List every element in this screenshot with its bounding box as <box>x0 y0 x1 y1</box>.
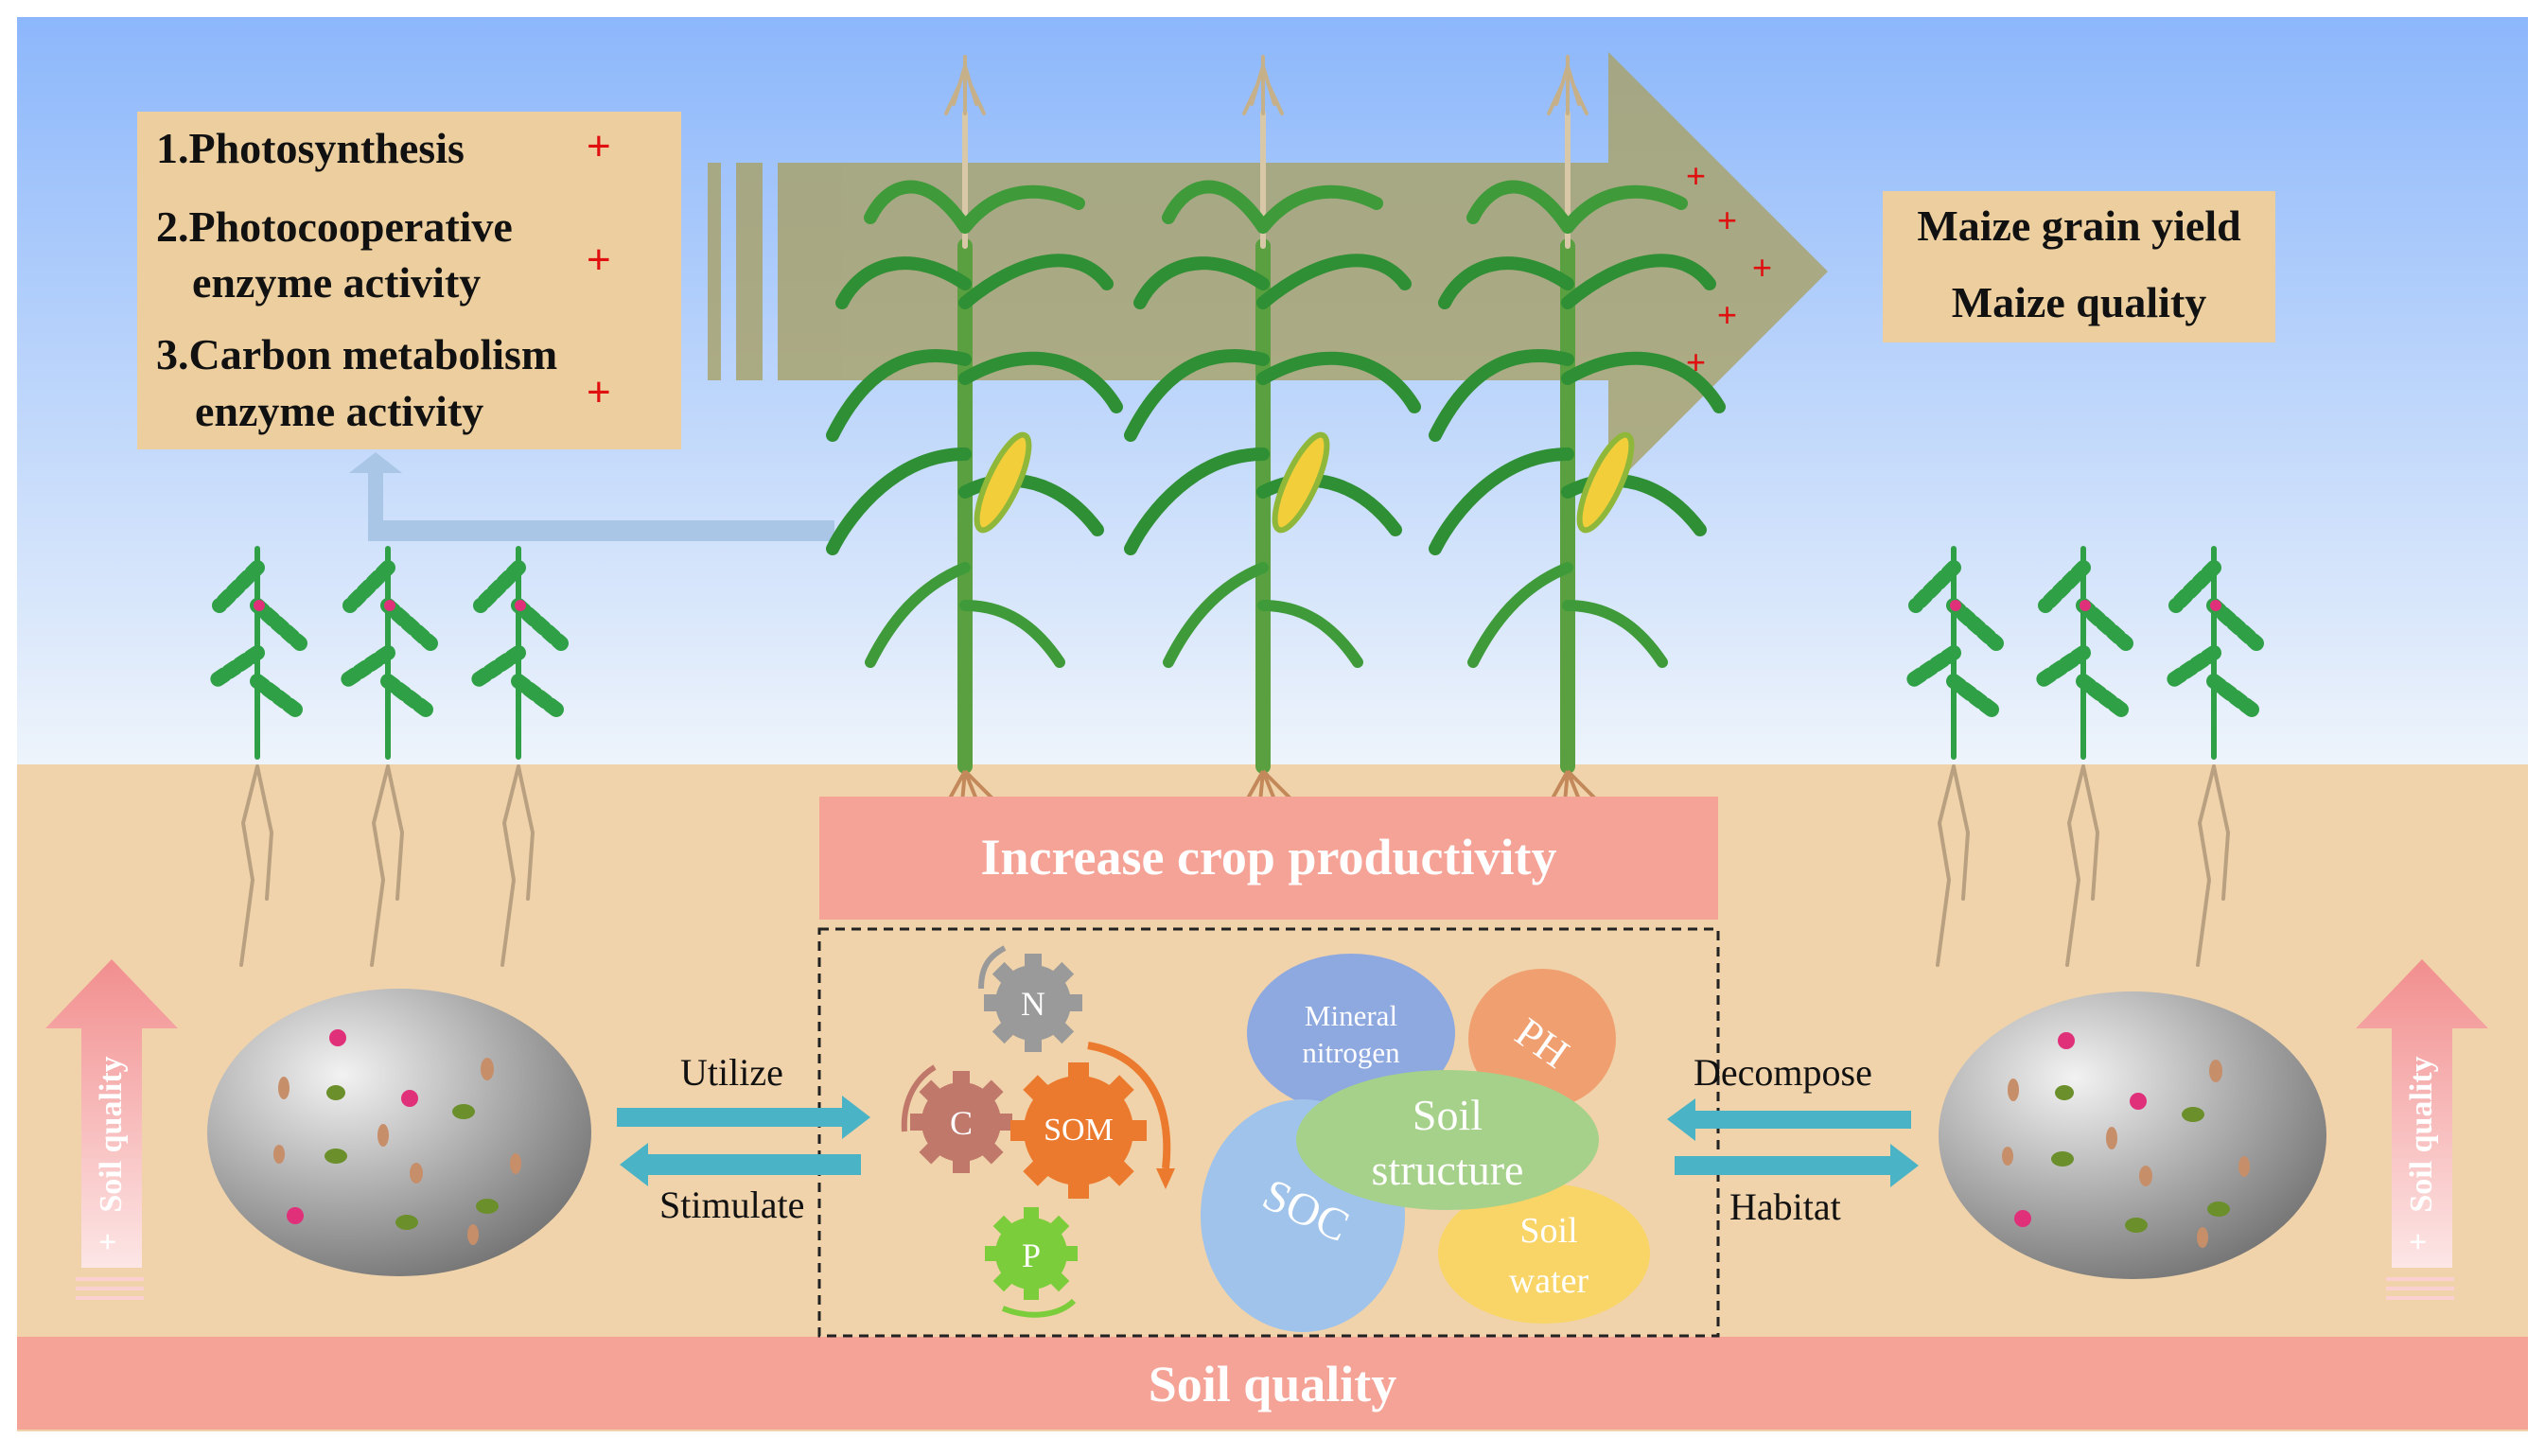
soil-aggregate-right <box>1939 991 2326 1279</box>
productivity-banner <box>819 797 1718 920</box>
process-item-2-line2: enzyme activity <box>192 258 482 307</box>
maize-plant-3 <box>1429 55 1726 774</box>
soil-aggregate-left <box>207 989 591 1276</box>
process-item-1: 1.Photosynthesis <box>156 124 465 172</box>
soil-quality-banner-label: Soil quality <box>1148 1356 1397 1412</box>
soil-quality-left-plus: + <box>98 1225 117 1260</box>
soil-water-label: Soil water <box>1508 1211 1589 1302</box>
soil-quality-banner <box>17 1337 2528 1430</box>
arrow-plus-2: + <box>1717 201 1738 239</box>
habitat-label: Habitat <box>1729 1185 1841 1228</box>
flow-arrows-left <box>617 1096 870 1186</box>
process-item-3-line2: enzyme activity <box>195 387 484 435</box>
decompose-label: Decompose <box>1694 1051 1872 1094</box>
process-item-3: 3.Carbon metabolism <box>156 330 558 378</box>
stimulate-label: Stimulate <box>659 1184 805 1226</box>
process-item-2-sign: + <box>587 237 611 283</box>
soil-property-ellipses <box>1201 954 1650 1332</box>
maize-plant-1 <box>826 55 1123 774</box>
legume-4 <box>1904 546 2004 967</box>
arrow-plus-3: + <box>1752 248 1773 287</box>
gear-p-label: P <box>1021 1237 1042 1274</box>
maize-plants <box>826 55 1726 774</box>
legume-3 <box>468 546 569 967</box>
process-item-3-sign: + <box>587 369 611 415</box>
gear-n-icon <box>978 945 1082 1052</box>
arrow-plus-5: + <box>1686 342 1707 381</box>
legume-5 <box>2033 546 2133 967</box>
ph-ellipse <box>1468 969 1616 1109</box>
soil-process-box <box>817 927 1720 1338</box>
outcome-box <box>1883 191 2275 342</box>
maize-plant-2 <box>1124 55 1421 774</box>
mineral-nitrogen-label: Mineral nitrogen <box>1302 999 1400 1069</box>
soil-quality-vertical-right-label: Soil quality <box>2404 1056 2439 1213</box>
soil-structure-label: Soil structure <box>1371 1091 1524 1194</box>
legume-plants <box>207 546 2264 967</box>
productivity-banner-label: Increase crop productivity <box>980 829 1557 886</box>
mineral-nitrogen-ellipse <box>1247 954 1455 1113</box>
flow-arrows-right <box>1667 1098 1919 1187</box>
process-item-2: 2.Photocooperative <box>156 202 513 251</box>
legume-2 <box>338 546 438 967</box>
process-box <box>137 112 681 449</box>
outcome-line-2: Maize quality <box>1951 278 2207 326</box>
soil-quality-vertical-left-label: Soil quality <box>94 1056 129 1213</box>
process-item-1-sign: + <box>587 123 611 169</box>
utilize-label: Utilize <box>680 1051 783 1094</box>
soil-quality-arrow-right <box>2356 959 2488 1300</box>
soil-quality-right-plus: + <box>2409 1225 2428 1260</box>
arrow-plus-4: + <box>1717 295 1738 334</box>
soil-water-ellipse <box>1438 1184 1650 1324</box>
legume-1 <box>207 546 307 967</box>
arrow-plus-1: + <box>1686 156 1707 195</box>
legume-6 <box>2164 546 2264 967</box>
outcome-line-1: Maize grain yield <box>1917 202 2241 250</box>
soil-quality-arrow-left <box>45 959 178 1300</box>
feedback-arrow <box>349 452 834 541</box>
gear-som-label: SOM <box>1044 1113 1114 1148</box>
gear-n-label: N <box>1021 985 1045 1023</box>
soil-structure-ellipse <box>1296 1070 1599 1210</box>
gear-c-label: C <box>949 1104 973 1142</box>
